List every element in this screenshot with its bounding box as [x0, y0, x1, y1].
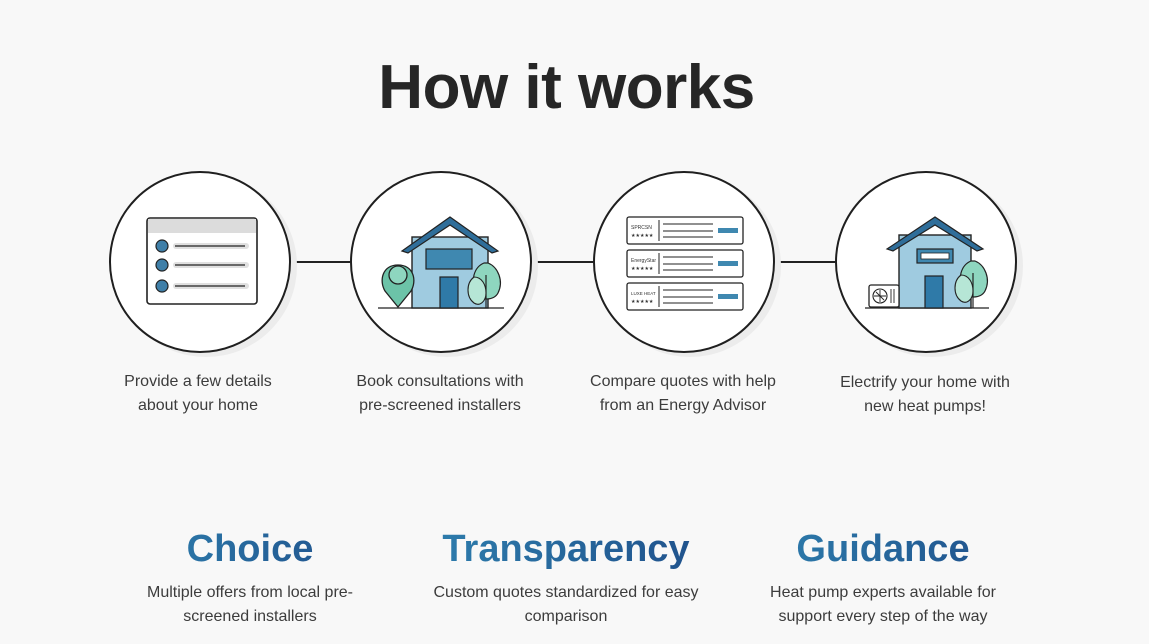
quote-comparison-icon: SPRCSN ★★★★★ EnergyStar ★★★★★ LU — [626, 216, 744, 311]
step-4-circle — [835, 171, 1017, 353]
feature-choice-title: Choice — [130, 528, 370, 571]
quote-card: LUXE HEAT ★★★★★ — [626, 282, 744, 311]
step-connector — [533, 261, 593, 263]
quote-card: SPRCSN ★★★★★ — [626, 216, 744, 245]
svg-text:★★★★★: ★★★★★ — [631, 299, 654, 305]
svg-text:★★★★★: ★★★★★ — [631, 266, 654, 272]
feature-guidance-text: Heat pump experts available for support … — [770, 584, 996, 625]
heat-pump-unit — [868, 284, 900, 308]
house-heat-pump-icon — [865, 216, 989, 309]
step-connector — [775, 261, 835, 263]
quote-brand: EnergyStar — [631, 258, 656, 264]
step-2-text: Book consultations with pre-screened ins… — [356, 373, 524, 414]
step-1-circle — [109, 171, 291, 353]
step-4-text: Electrify your home with new heat pumps! — [840, 374, 1010, 415]
step-1-text: Provide a few details about your home — [124, 373, 272, 414]
quote-brand: SPRCSN — [631, 225, 652, 231]
house-location-pin-icon — [378, 216, 504, 309]
step-3-circle: SPRCSN ★★★★★ EnergyStar ★★★★★ LU — [593, 171, 775, 353]
feature-choice-text: Multiple offers from local pre-screened … — [147, 584, 353, 625]
feature-transparency-text: Custom quotes standardized for easy comp… — [433, 584, 699, 625]
feature-transparency-title: Transparency — [416, 528, 716, 571]
page-title: How it works — [378, 53, 755, 122]
step-3-text: Compare quotes with help from an Energy … — [590, 373, 776, 414]
quote-card: EnergyStar ★★★★★ — [626, 249, 744, 278]
svg-text:★★★★★: ★★★★★ — [631, 233, 654, 239]
step-2-circle — [350, 171, 532, 353]
form-checklist-icon — [146, 217, 258, 305]
quote-brand: LUXE HEAT — [631, 291, 656, 296]
step-connector — [292, 261, 350, 263]
feature-guidance-title: Guidance — [753, 528, 1013, 571]
